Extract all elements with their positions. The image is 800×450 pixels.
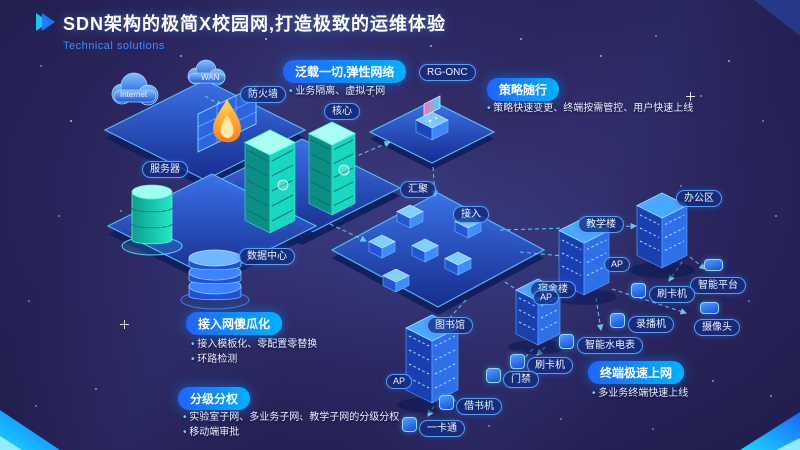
- callout-policy-bullets: 策略快速变更、终端按需管控、用户快速上线: [487, 101, 693, 116]
- label-wan: WAN: [201, 73, 220, 82]
- sparkle-icon: [686, 92, 695, 101]
- core-switch-tower-1: [243, 129, 297, 234]
- page-subtitle: Technical solutions: [63, 40, 165, 52]
- label-one-card: 一卡通: [419, 420, 465, 437]
- book-machine-icon: [439, 395, 454, 410]
- sparkle-icon: [120, 320, 129, 329]
- callout-policy-title: 策略随行: [487, 78, 560, 101]
- one-card-icon: [402, 417, 417, 432]
- card-reader-icon: [631, 283, 646, 298]
- label-recorder: 录播机: [628, 316, 674, 333]
- page-title: SDN架构的极简X校园网,打造极致的运维体验: [63, 14, 447, 34]
- server-tower: [121, 184, 183, 256]
- callout-access-bullets: 接入模板化、零配置零替换 环路检测: [191, 337, 317, 367]
- label-camera: 摄像头: [694, 319, 740, 336]
- wan-cloud: [187, 59, 226, 86]
- label-ap-library: AP: [386, 374, 413, 389]
- label-book-machine: 借书机: [456, 398, 502, 415]
- label-access: 接入: [453, 206, 489, 223]
- recorder-icon: [610, 313, 625, 328]
- bullet: 移动端审批: [183, 425, 399, 440]
- label-teaching: 教学楼: [578, 216, 624, 233]
- card-reader-dorm-icon: [510, 354, 525, 369]
- callout-hierarchy-title: 分级分权: [178, 387, 251, 410]
- label-controller: RG-ONC: [419, 64, 476, 81]
- bullet: 实验室子网、多业务子网、教学子网的分级分权: [183, 410, 399, 425]
- header-chevron-icon: [36, 13, 55, 31]
- internet-cloud: [111, 72, 159, 106]
- label-office: 办公区: [676, 190, 722, 207]
- label-firewall: 防火墙: [240, 86, 286, 103]
- core-switch-tower-2: [307, 121, 357, 216]
- controller-device: [415, 95, 449, 141]
- label-core: 核心: [324, 103, 360, 120]
- label-ap-teaching: AP: [604, 257, 631, 272]
- camera-icon: [700, 302, 719, 314]
- label-aggregation: 汇聚: [400, 181, 436, 198]
- door-access-icon: [486, 368, 501, 383]
- bullet: 环路检测: [191, 352, 317, 367]
- datacenter-database: [180, 249, 250, 310]
- label-card-reader-dorm: 刷卡机: [527, 357, 573, 374]
- label-ap-dorm: AP: [533, 290, 560, 305]
- bullet: 业务隔离、虚拟子网: [289, 84, 385, 99]
- label-card-reader-office: 刷卡机: [649, 286, 695, 303]
- office-building: [629, 192, 695, 278]
- callout-terminal-bullets: 多业务终端快速上线: [592, 386, 688, 401]
- bullet: 多业务终端快速上线: [592, 386, 688, 401]
- label-server: 服务器: [142, 161, 188, 178]
- bullet: 策略快速变更、终端按需管控、用户快速上线: [487, 101, 693, 116]
- label-datacenter: 数据中心: [239, 248, 295, 265]
- callout-elastic-title: 泛载一切,弹性网络: [283, 60, 407, 83]
- header: SDN架构的极简X校园网,打造极致的运维体验 Technical solutio…: [36, 10, 446, 52]
- label-library: 图书馆: [427, 317, 473, 334]
- bullet: 接入模板化、零配置零替换: [191, 337, 317, 352]
- callout-access-title: 接入网傻瓜化: [186, 312, 283, 335]
- callout-elastic-bullets: 业务隔离、虚拟子网: [289, 84, 385, 99]
- smart-platform-icon: [704, 259, 723, 271]
- smart-meter-icon: [559, 334, 574, 349]
- fire-icon: [213, 99, 241, 143]
- label-internet: Internet: [120, 90, 148, 99]
- callout-terminal-title: 终端极速上网: [588, 361, 685, 384]
- label-door-access: 门禁: [503, 371, 539, 388]
- callout-hierarchy-bullets: 实验室子网、多业务子网、教学子网的分级分权 移动端审批: [183, 410, 399, 440]
- label-smart-platform: 智能平台: [690, 277, 746, 294]
- label-smart-meter: 智能水电表: [577, 337, 643, 354]
- header-text: SDN架构的极简X校园网,打造极致的运维体验 Technical solutio…: [63, 10, 446, 52]
